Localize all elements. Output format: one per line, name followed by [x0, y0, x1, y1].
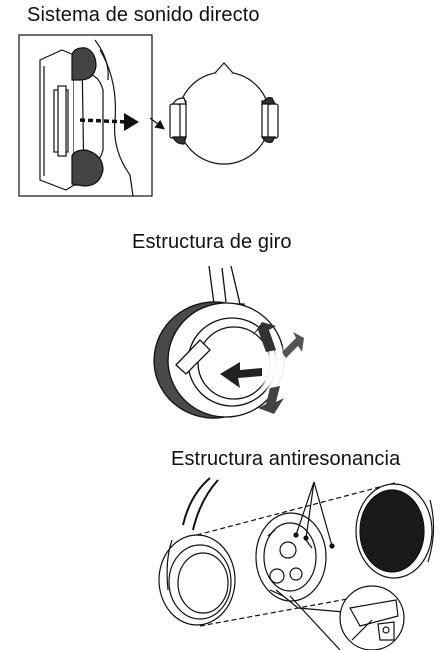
rotation-arrows	[220, 322, 304, 414]
upper-cushion	[71, 47, 97, 81]
swivel-diagram	[153, 265, 304, 419]
head-top-view	[177, 71, 271, 165]
sound-direction-arrow	[79, 118, 129, 124]
caption-swivel-structure: Estructura de giro	[132, 231, 292, 253]
caption-direct-sound-system: Sistema de sonido directo	[27, 4, 260, 26]
lower-cushion	[71, 149, 104, 187]
anti-resonance-diagram	[158, 477, 435, 650]
direct-sound-diagram	[18, 34, 279, 197]
caption-anti-resonance-structure: Estructura antiresonancia	[171, 448, 401, 470]
